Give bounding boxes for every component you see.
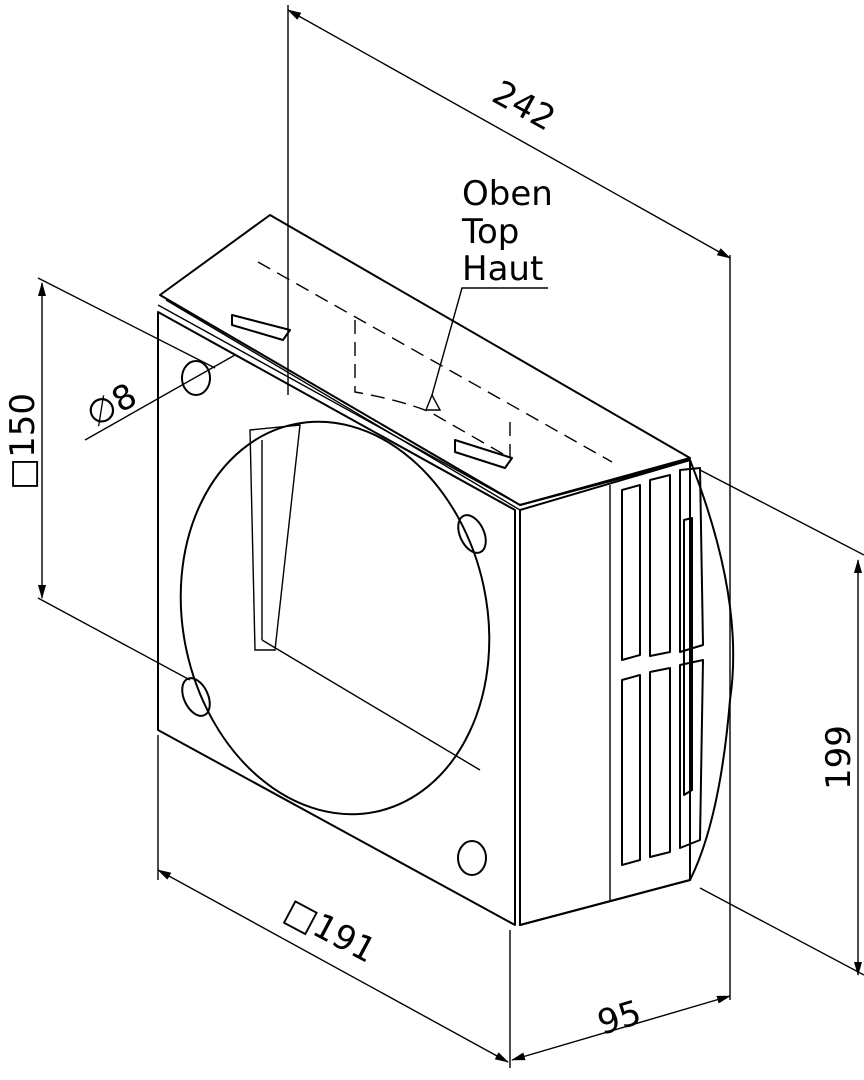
dim-199-text: 199 [819,725,859,790]
dim-95-text: 95 [593,993,646,1044]
dimension-95: 95 [511,993,731,1061]
grille-slots [621,467,704,866]
label-top: Top [461,212,519,252]
label-oben: Oben [462,174,553,214]
box-body [157,214,735,926]
dimension-150: □150 [3,277,216,681]
label-haut: Haut [462,249,543,289]
dim-8-text: ∅8 [80,376,144,436]
dim-150-text: □150 [3,393,43,490]
dimension-199: 199 [699,469,864,976]
pointer-triangle-icon [424,393,442,411]
dim-191-text: □191 [278,891,382,972]
orientation-label: Oben Top Haut [424,174,553,411]
dim-242-text: 242 [486,73,562,139]
